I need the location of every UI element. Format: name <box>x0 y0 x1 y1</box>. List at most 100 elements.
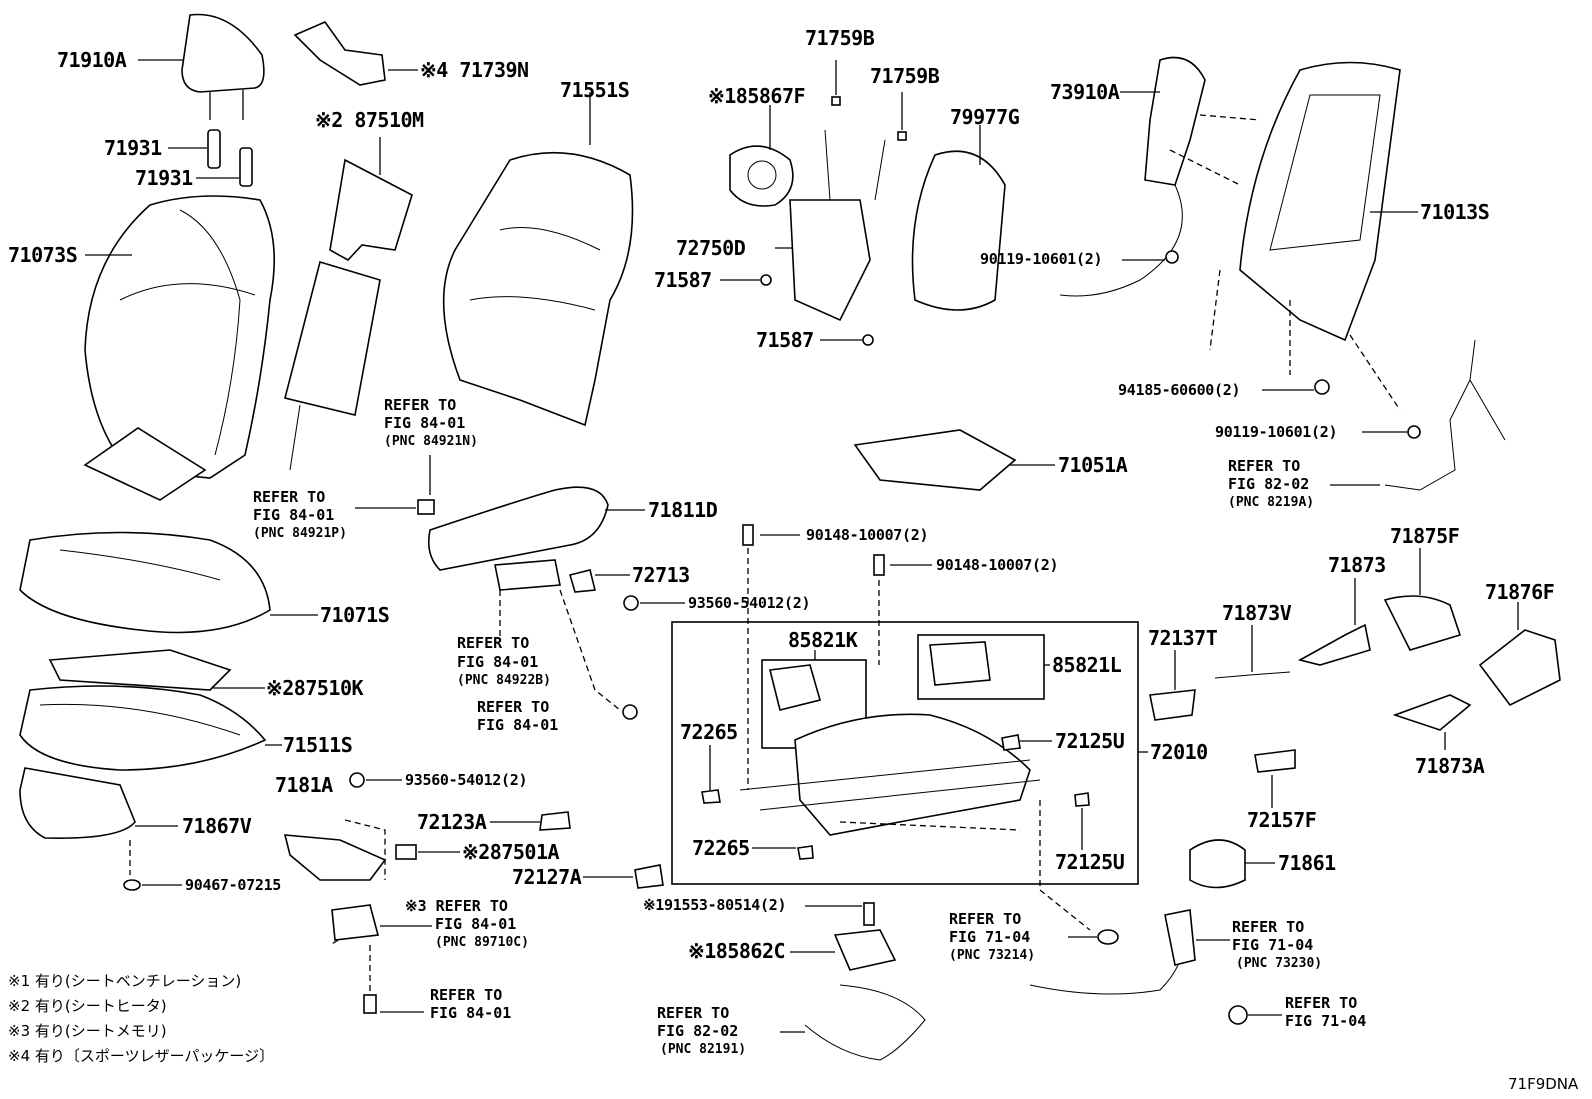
headrest-guide-71931 <box>168 129 253 187</box>
part-label: 90119-10601(2) <box>980 250 1103 268</box>
headrest-71910A <box>138 13 265 120</box>
part-label: 90467-07215 <box>185 876 282 894</box>
refer-to-fig: FIG 71-04 <box>1285 1012 1367 1030</box>
part-label: 71876F <box>1485 580 1555 604</box>
refer-to-fig: FIG 84-01 <box>384 414 466 432</box>
refer-to-pnc: (PNC 73214) <box>949 948 1036 963</box>
part-label: 71875F <box>1390 524 1460 548</box>
refer-to-pnc: (PNC 82191) <box>660 1042 747 1057</box>
lumbar-support <box>720 60 907 346</box>
part-label: 85821K <box>788 628 858 652</box>
refer-to-fig: FIG 84-01 <box>457 653 539 671</box>
part-label: 71931 <box>104 136 162 160</box>
part-label: 71511S <box>283 733 353 757</box>
bolts-90148 <box>742 524 932 790</box>
refer-to-fig: FIG 71-04 <box>1232 936 1314 954</box>
cushion-front-71867V <box>19 767 182 891</box>
refer-to-line: REFER TO <box>477 698 550 716</box>
refer-to-pnc: (PNC 89710C) <box>435 935 529 950</box>
refer-to-pnc: (PNC 8219A) <box>1228 495 1315 510</box>
part-label: 79977G <box>950 105 1020 129</box>
side-shield-71811D <box>355 455 645 571</box>
part-label: ※185867F <box>708 84 806 108</box>
refer-to-line: REFER TO <box>457 634 530 652</box>
part-label: 71051A <box>1058 453 1128 477</box>
part-label: 71587 <box>756 328 814 352</box>
seatback-cover-71073S <box>83 195 276 501</box>
figure-code: 71F9DNA <box>1508 1075 1579 1093</box>
refer-to-line: REFER TO <box>1228 457 1301 475</box>
footnote-3: ※3 有り(シートメモリ) <box>8 1022 167 1040</box>
refer-to-pnc: (PNC 73230) <box>1236 956 1323 971</box>
part-label: ※4 71739N <box>420 58 529 82</box>
part-label: 90119-10601(2) <box>1215 423 1338 441</box>
part-label: 71873V <box>1222 601 1292 625</box>
part-label: 71071S <box>320 603 390 627</box>
refer-to-fig: FIG 84-01 <box>430 1004 512 1022</box>
part-label: 71759B <box>805 26 875 50</box>
heater-mat-87510K <box>48 649 265 691</box>
refer-to-line: REFER TO <box>384 396 457 414</box>
part-label: 85821L <box>1052 653 1122 677</box>
part-label: 72123A <box>417 810 487 834</box>
refer-to-line: REFER TO <box>430 986 503 1004</box>
part-label: 71861 <box>1278 851 1336 875</box>
refer-to-fig: FIG 84-01 <box>477 716 559 734</box>
part-label: 7181A <box>275 773 333 797</box>
part-label: 71587 <box>654 268 712 292</box>
part-label: 71931 <box>135 166 193 190</box>
footnote-2: ※2 有り(シートヒータ) <box>8 997 167 1015</box>
refer-to-fig: FIG 84-01 <box>253 506 335 524</box>
refer-to-pnc: (PNC 84921N) <box>384 434 478 449</box>
seat-adjuster-72010 <box>671 621 1148 931</box>
part-label: 93560-54012(2) <box>688 594 811 612</box>
switch-72713 <box>494 559 685 720</box>
part-label: 71811D <box>648 498 718 522</box>
refer-to-line: REFER TO <box>949 910 1022 928</box>
refer-to-line: REFER TO <box>1232 918 1305 936</box>
refer-to-fig: FIG 82-02 <box>1228 475 1310 493</box>
part-label: 71073S <box>8 243 78 267</box>
part-label: ※2 87510M <box>315 108 424 132</box>
part-label: 71551S <box>560 78 630 102</box>
part-label: 71013S <box>1420 200 1490 224</box>
part-label: ※185862C <box>688 939 786 963</box>
refer-to-fig: FIG 71-04 <box>949 928 1031 946</box>
part-label: 93560-54012(2) <box>405 771 528 789</box>
part-label: 72127A <box>512 865 582 889</box>
refer-to-pnc: (PNC 84922B) <box>457 673 551 688</box>
part-label: 72157F <box>1247 808 1317 832</box>
refer-to-fig: FIG 84-01 <box>435 915 517 933</box>
seatback-pad-71551S <box>442 92 634 427</box>
part-label: 71867V <box>182 814 252 838</box>
refer-to-line: REFER TO <box>253 488 326 506</box>
bracket-72127A <box>583 864 664 889</box>
pad-79977G <box>911 125 1006 311</box>
seatback-frame-71013S <box>1122 61 1506 491</box>
footnote-1: ※1 有り(シートベンチレーション) <box>8 972 242 990</box>
recliner-71051A <box>853 429 1055 491</box>
side-airbag-73910A <box>1059 56 1206 297</box>
adjuster-7181A <box>283 772 571 1014</box>
part-label: 72010 <box>1150 740 1208 764</box>
wire-harness <box>780 902 1282 1061</box>
heater-mat-87510M <box>284 137 413 471</box>
part-label: ※191553-80514(2) <box>643 896 787 914</box>
part-label: 72265 <box>692 836 750 860</box>
refer-to-line: REFER TO <box>657 1004 730 1022</box>
refer-to-pnc: (PNC 84921P) <box>253 526 347 541</box>
refer-to-line: ※3 REFER TO <box>405 897 508 915</box>
cushion-pad-71511S <box>19 685 282 771</box>
part-label: 73910A <box>1050 80 1120 104</box>
part-label: 90148-10007(2) <box>806 526 929 544</box>
part-label: 90148-10007(2) <box>936 556 1059 574</box>
refer-to-fig: FIG 82-02 <box>657 1022 739 1040</box>
part-label: 72265 <box>680 720 738 744</box>
part-label: ※287510K <box>266 676 364 700</box>
trim-71739N <box>293 21 418 86</box>
part-label: 71873A <box>1415 754 1485 778</box>
trim-parts-right <box>1149 548 1561 889</box>
cushion-cover-71071S <box>19 531 318 634</box>
